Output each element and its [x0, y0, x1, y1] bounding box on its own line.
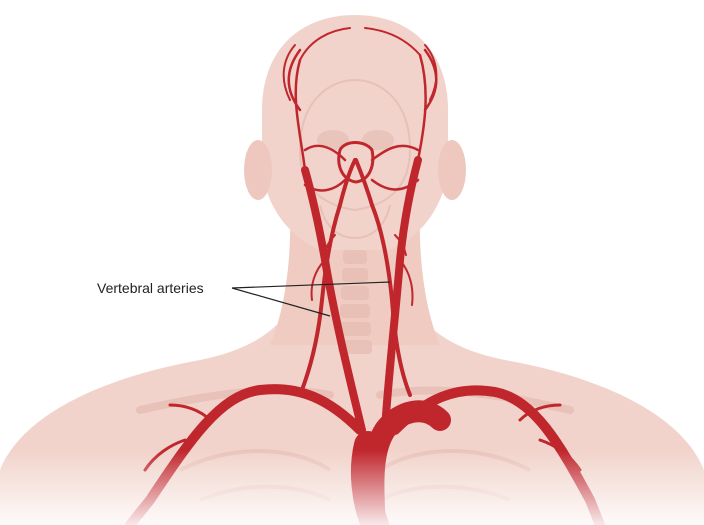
left-ear — [244, 140, 272, 200]
right-ear — [438, 140, 466, 200]
body-silhouette — [0, 15, 704, 525]
bottom-fade — [0, 450, 704, 525]
vertebral-arteries-label: Vertebral arteries — [97, 280, 204, 296]
right-eye-socket — [362, 130, 394, 150]
